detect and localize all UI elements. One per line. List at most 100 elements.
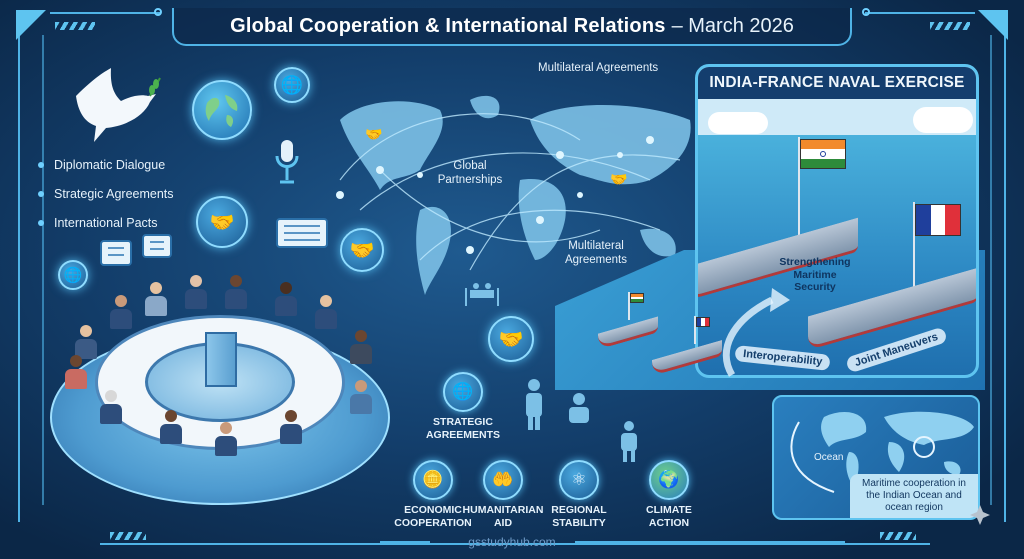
frame-hatch xyxy=(880,532,916,540)
person-icon xyxy=(621,421,637,462)
world-map-graphic xyxy=(336,95,691,295)
delegate xyxy=(225,275,247,309)
bullet-dot-icon xyxy=(38,219,44,226)
globe-icon: 🌐 xyxy=(443,372,483,412)
footer-divider-left xyxy=(380,541,430,543)
title-date: – March 2026 xyxy=(671,14,794,37)
france-flag xyxy=(915,204,961,236)
frame-line-left xyxy=(18,12,20,522)
handshake-icon: 🤝 xyxy=(365,125,383,142)
earth-leaf-icon: 🌍 xyxy=(649,460,689,500)
feature-label: REGIONAL STABILITY xyxy=(551,504,607,530)
handshake-icon: 🤝 xyxy=(340,228,384,272)
feature-strategic-agreements: 🌐 STRATEGIC AGREEMENTS xyxy=(420,372,506,442)
naval-exercise-title: INDIA-FRANCE NAVAL EXERCISE xyxy=(698,67,976,99)
meeting-table-icon xyxy=(465,283,499,306)
delegate xyxy=(275,282,297,316)
footer-site: gsstudyhub.com xyxy=(468,535,556,549)
bullet-dot-icon xyxy=(38,190,44,197)
world-map: 🤝 🤝 Global Partnerships xyxy=(320,80,700,300)
delegate xyxy=(65,355,87,389)
india-flag-small xyxy=(630,293,644,303)
sparkle-icon xyxy=(970,505,990,525)
cloud xyxy=(913,107,973,133)
bullet-item: Diplomatic Dialogue xyxy=(38,150,174,179)
bullet-label: Strategic Agreements xyxy=(54,186,174,201)
feature-label: CLIMATE ACTION xyxy=(646,504,692,530)
frame-line-right xyxy=(1004,12,1006,522)
curved-arrow-icon xyxy=(722,288,790,377)
bullet-dot-icon xyxy=(38,161,44,168)
dove-icon xyxy=(76,68,161,142)
flag-pole xyxy=(798,137,800,247)
mini-world-map xyxy=(790,411,974,493)
delegate xyxy=(280,410,302,444)
delegate xyxy=(75,325,97,359)
delegate xyxy=(145,282,167,316)
coins-hand-icon: 🪙 xyxy=(413,460,453,500)
globe-chat-icon: 🌐 xyxy=(274,67,310,103)
flag-pole xyxy=(628,292,630,320)
podium xyxy=(205,332,237,387)
feature-economic-cooperation: 🪙 ECONOMIC COOPERATION xyxy=(390,460,476,530)
delegate xyxy=(350,330,372,364)
frame-node-dot xyxy=(154,8,162,16)
cloud xyxy=(708,112,768,134)
feature-label: HUMANITARIAN AID xyxy=(462,504,544,530)
label-strengthening-security: Strengthening Maritime Security xyxy=(779,256,851,294)
frame-hatch xyxy=(55,22,95,30)
feature-humanitarian-aid: 🤲 HUMANITARIAN AID xyxy=(460,460,546,530)
frame-hatch xyxy=(930,22,970,30)
person-icon xyxy=(526,379,542,430)
frame-line-left-inner xyxy=(42,35,44,505)
delegate xyxy=(110,295,132,329)
delegate xyxy=(100,390,122,424)
delegate xyxy=(350,380,372,414)
flag-pole xyxy=(694,316,696,344)
map-label-multilateral-top: Multilateral Agreements xyxy=(538,62,659,74)
feature-climate-action: 🌍 CLIMATE ACTION xyxy=(626,460,712,530)
round-table-meeting xyxy=(50,275,390,505)
page-title: Global Cooperation & International Relat… xyxy=(230,14,666,37)
map-label-global-partnerships: Global Partnerships xyxy=(437,160,503,186)
chat-bubble-icon xyxy=(142,234,172,258)
chat-bubble-icon xyxy=(276,218,328,248)
corner-triangle-icon xyxy=(978,10,1008,40)
delegate xyxy=(215,422,237,456)
ocean-note: Maritime cooperation in the Indian Ocean… xyxy=(850,474,978,518)
ocean-map-card: Ocean Maritime cooperation in the Indian… xyxy=(772,395,980,520)
delegate xyxy=(315,295,337,329)
frame-line-top-right xyxy=(865,12,975,14)
hands-care-icon: 🤲 xyxy=(483,460,523,500)
chat-bubble-icon xyxy=(100,240,132,266)
handshake-icon: 🤝 xyxy=(196,196,248,248)
bullet-item: International Pacts xyxy=(38,208,174,237)
bullet-label: International Pacts xyxy=(54,215,158,230)
globe-chat-icon: 🌐 xyxy=(58,260,88,290)
handshake-icon: 🤝 xyxy=(488,316,534,362)
france-flag-small xyxy=(696,317,710,327)
bullet-item: Strategic Agreements xyxy=(38,179,174,208)
footer-divider-right xyxy=(575,541,845,543)
microphone-icon xyxy=(275,140,299,184)
delegate xyxy=(185,275,207,309)
feature-label: ECONOMIC COOPERATION xyxy=(394,504,472,530)
frame-line-bottom xyxy=(100,543,930,545)
ocean-label: Ocean xyxy=(814,452,844,463)
frame-line-top-left xyxy=(50,12,160,14)
left-bullet-list: Diplomatic Dialogue Strategic Agreements… xyxy=(38,150,174,237)
network-icon: ⚛ xyxy=(559,460,599,500)
flag-pole xyxy=(913,202,915,292)
delegate xyxy=(160,410,182,444)
earth-globe-icon xyxy=(192,80,252,140)
handshake-icon: 🤝 xyxy=(610,170,628,187)
india-flag xyxy=(800,139,846,169)
feature-label: STRATEGIC AGREEMENTS xyxy=(425,416,501,442)
feature-regional-stability: ⚛ REGIONAL STABILITY xyxy=(536,460,622,530)
person-icon xyxy=(569,393,589,423)
frame-hatch xyxy=(110,532,146,540)
frame-node-dot xyxy=(862,8,870,16)
corner-triangle-icon xyxy=(16,10,46,40)
title-bar: Global Cooperation & International Relat… xyxy=(172,8,852,46)
